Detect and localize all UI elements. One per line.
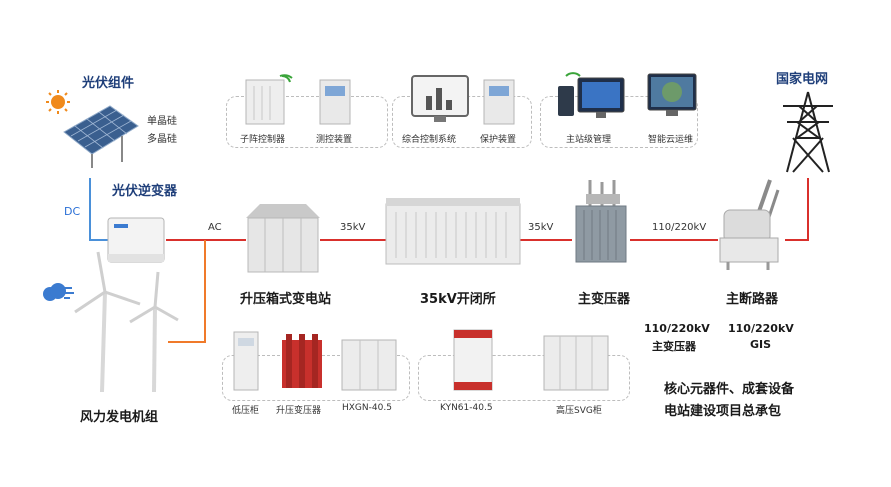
inverter-title: 光伏逆变器 (112, 184, 178, 199)
hxgn-cabinet-icon (341, 339, 397, 391)
dc-line (89, 178, 108, 241)
transmission-tower-icon (783, 91, 833, 173)
wind-turbine-icon (74, 251, 179, 393)
switch-station-icon (385, 198, 521, 265)
bottom-device-label-3: KYN61-40.5 (440, 403, 493, 413)
solar-panel-icon (63, 105, 139, 168)
ac-label: AC (208, 222, 222, 233)
slogan-line2: 电站建设项目总承包 (664, 404, 782, 419)
slogan-line1: 核心元器件、成套设备 (664, 382, 795, 397)
sun-icon (46, 90, 70, 114)
note-trans-kv: 110/220kV (644, 322, 710, 335)
integrated-control-icon (411, 75, 469, 122)
inverter-icon (107, 217, 165, 263)
top-device-label-0: 子阵控制器 (240, 135, 286, 145)
switch-station-title: 35kV开闭所 (420, 292, 496, 307)
wind-cloud-icon (43, 283, 74, 301)
box-substation-title: 升压箱式变电站 (240, 292, 332, 307)
pv-title: 光伏组件 (82, 76, 135, 91)
cloud-maintenance-icon (647, 73, 697, 116)
wind-line (168, 240, 206, 343)
kyn-cabinet-icon (453, 329, 493, 391)
main-breaker-title: 主断路器 (726, 292, 779, 307)
pv-poly-label: 多晶硅 (147, 134, 177, 145)
top-device-label-3: 保护装置 (480, 135, 517, 145)
bottom-box-right (418, 355, 630, 401)
note-trans-name: 主变压器 (652, 340, 696, 353)
top-device-label-1: 测控装置 (316, 135, 353, 145)
kv110-label: 110/220kV (652, 222, 707, 233)
top-device-label-2: 综合控制系统 (402, 135, 457, 145)
wind-title: 风力发电机组 (80, 410, 159, 425)
subarray-controller-icon (245, 74, 293, 125)
kv35-label-a: 35kV (340, 222, 366, 233)
measurement-device-icon (319, 79, 351, 125)
low-voltage-cabinet-icon (233, 331, 259, 391)
bottom-device-label-2: HXGN-40.5 (342, 403, 392, 413)
bottom-device-label-0: 低压柜 (232, 406, 260, 416)
svg-cabinet-icon (543, 335, 609, 391)
bottom-device-label-1: 升压变压器 (276, 406, 322, 416)
main-breaker-icon (719, 179, 780, 270)
box-substation-icon (246, 204, 320, 273)
master-station-icon (558, 72, 625, 118)
top-device-label-5: 智能云运维 (648, 135, 694, 145)
main-transformer-icon (575, 180, 627, 263)
grid-title: 国家电网 (776, 72, 829, 87)
kv35-label-b: 35kV (528, 222, 554, 233)
note-gis-name: GIS (750, 338, 772, 351)
pv-mono-label: 单晶硅 (147, 116, 177, 127)
note-gis-kv: 110/220kV (728, 322, 794, 335)
protection-device-icon (483, 79, 515, 125)
top-box-left (226, 96, 388, 148)
dc-label: DC (64, 205, 81, 218)
bottom-device-label-4: 高压SVG柜 (556, 406, 602, 416)
grid-line (785, 178, 809, 241)
main-transformer-title: 主变压器 (578, 292, 631, 307)
step-up-transformer-icon (282, 334, 322, 388)
top-device-label-4: 主站级管理 (566, 135, 612, 145)
